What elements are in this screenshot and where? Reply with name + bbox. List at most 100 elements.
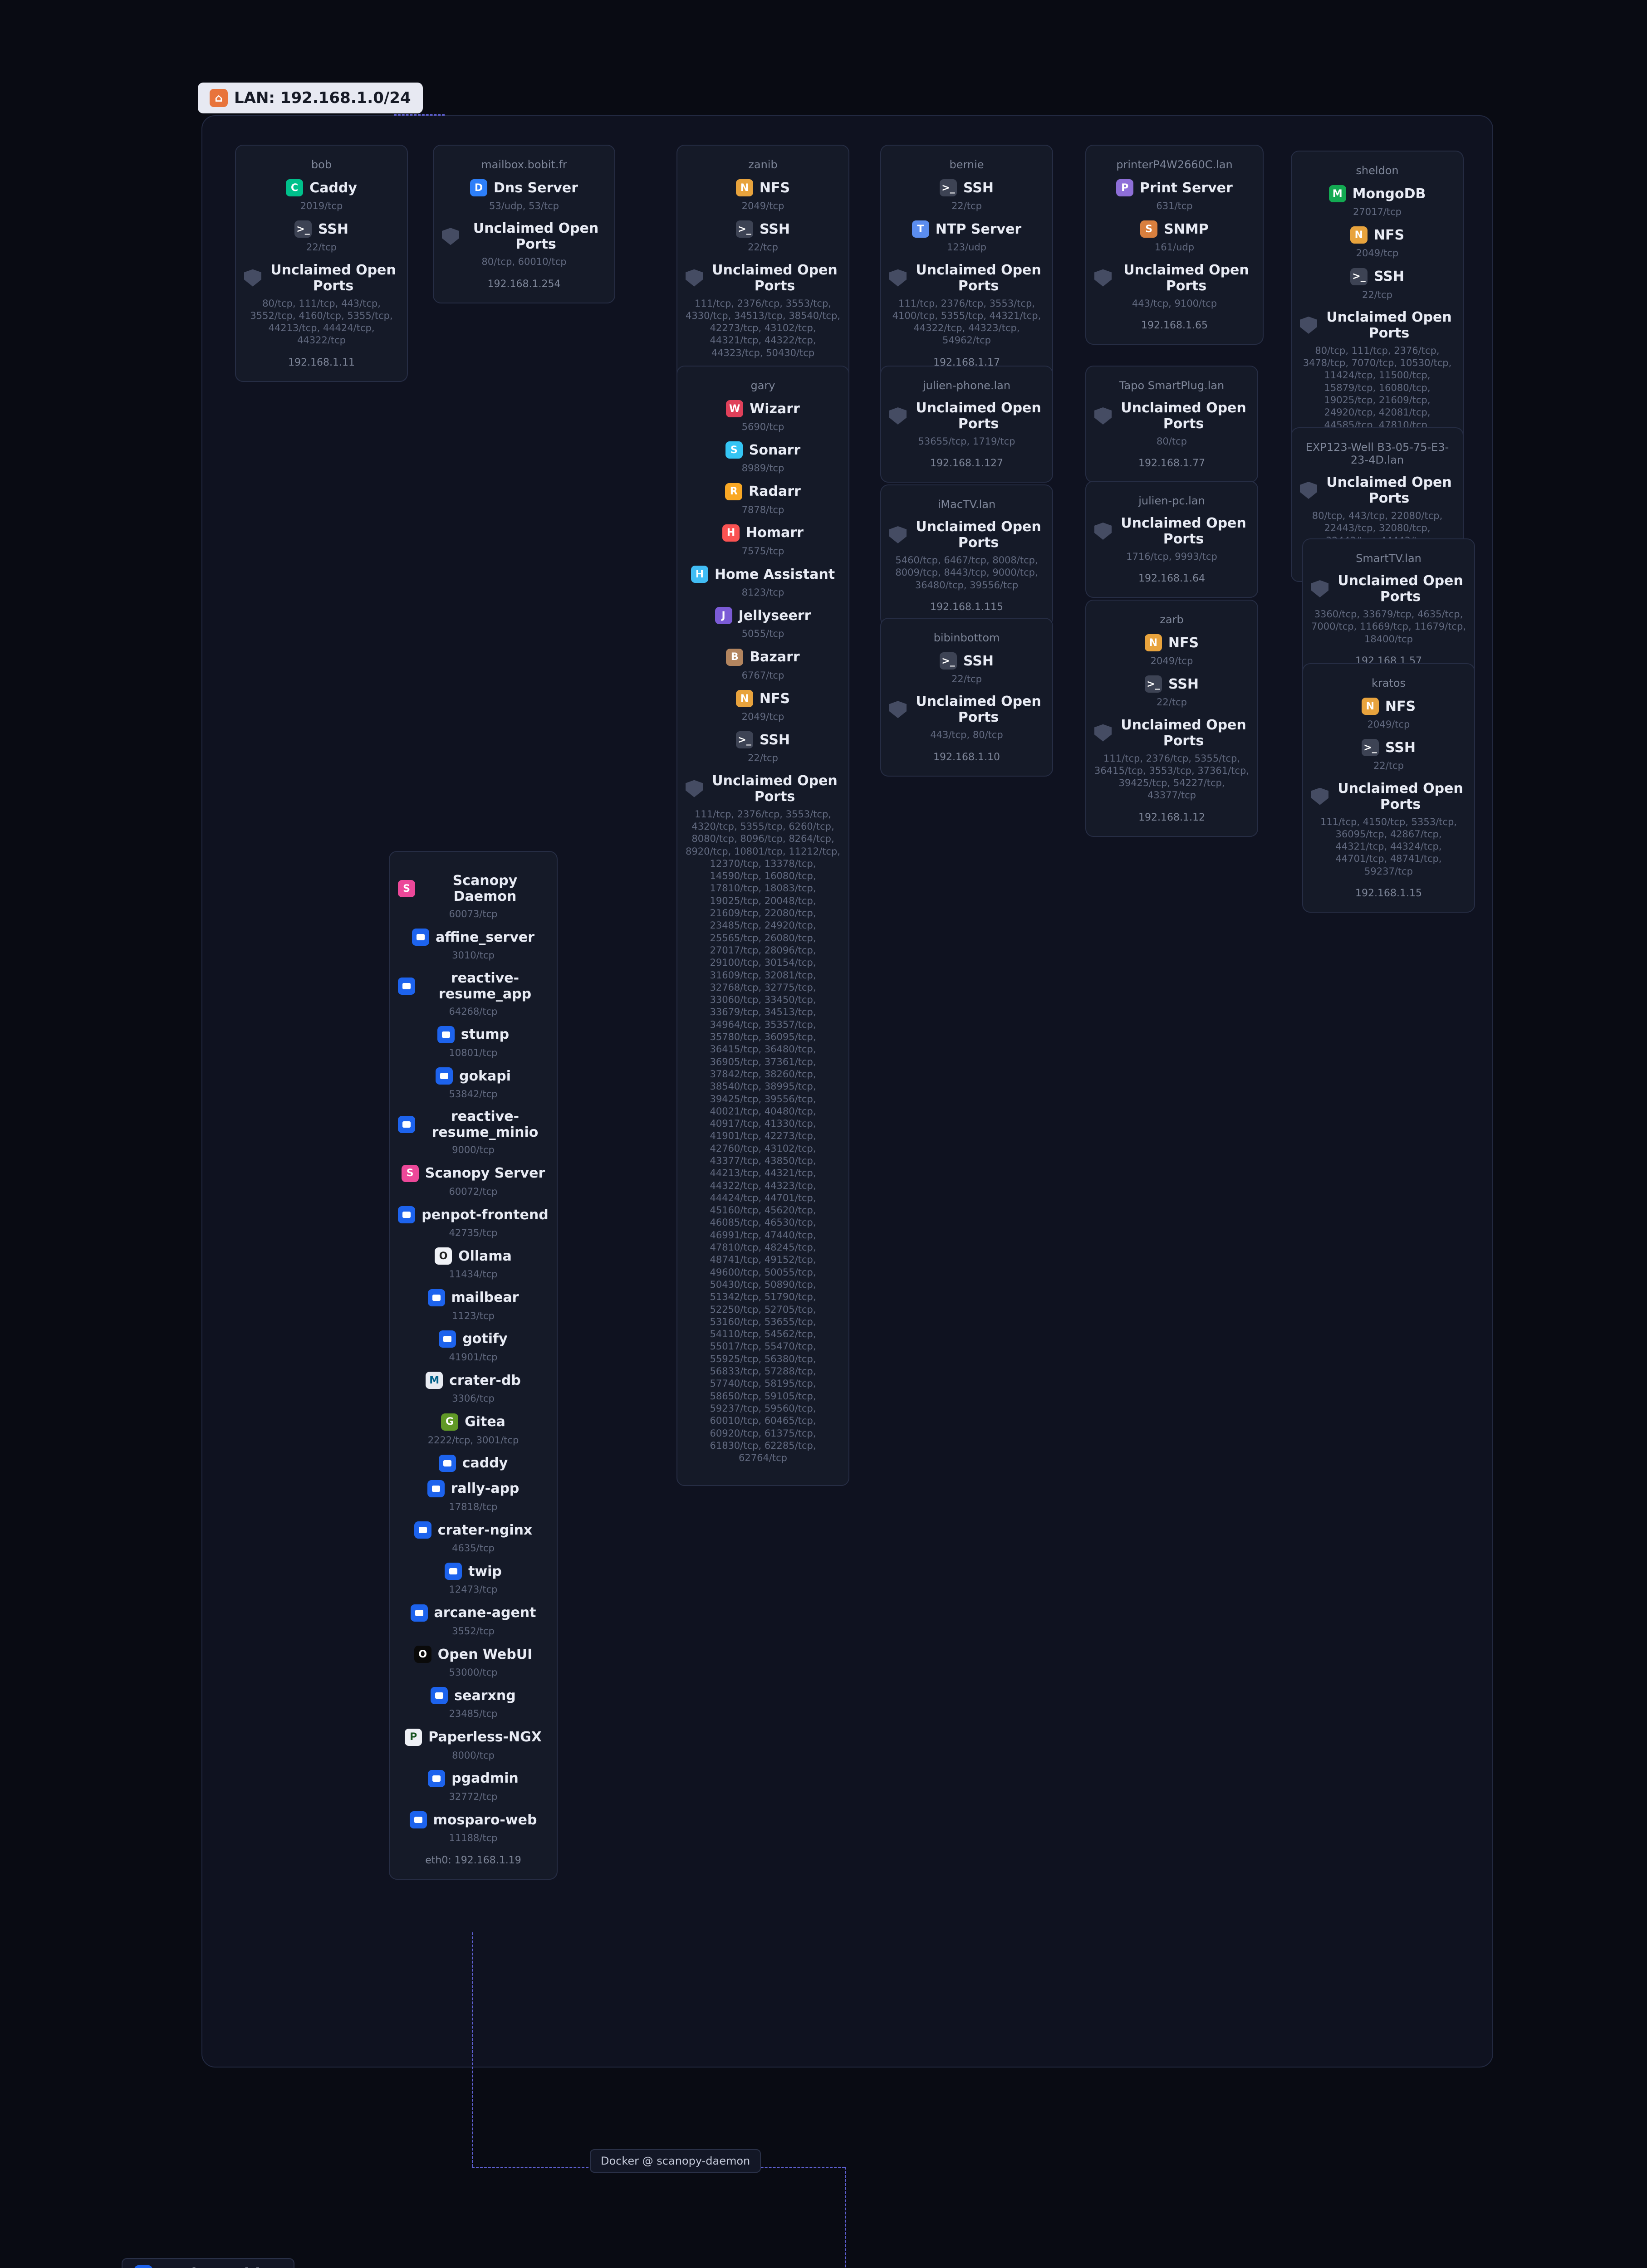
- host-title: mailbox.bobit.fr: [481, 158, 567, 171]
- service-ports: 11188/tcp: [449, 1833, 498, 1844]
- ntp-icon: T: [912, 220, 929, 238]
- service-ports: 53842/tcp: [449, 1089, 498, 1100]
- service-ports: 3010/tcp: [452, 950, 495, 961]
- service-ports: 631/tcp: [1156, 200, 1193, 211]
- shield-icon: [1311, 580, 1328, 597]
- service-ports: 53/udp, 53/tcp: [489, 200, 559, 211]
- host-title: zanib: [748, 158, 778, 171]
- service-caddy[interactable]: caddy: [398, 1454, 549, 1472]
- container-glyph: [432, 1775, 441, 1782]
- host-ip: 192.168.1.11: [288, 357, 355, 368]
- docker-bridge-badge[interactable]: Docker Bridge: [122, 2258, 295, 2268]
- unclaimed-label: Unclaimed Open Ports: [1121, 515, 1246, 547]
- unclaimed-label: Unclaimed Open Ports: [1326, 309, 1452, 341]
- service-ports: 2049/tcp: [1356, 248, 1399, 259]
- container-glyph: [402, 1121, 411, 1128]
- container-glyph: [431, 1485, 440, 1492]
- lan-label-badge[interactable]: ⌂ LAN: 192.168.1.0/24: [198, 83, 423, 113]
- service-ports: 2049/tcp: [741, 200, 784, 211]
- service-ports: 2049/tcp: [741, 711, 784, 723]
- service-name: NFS: [1168, 635, 1199, 651]
